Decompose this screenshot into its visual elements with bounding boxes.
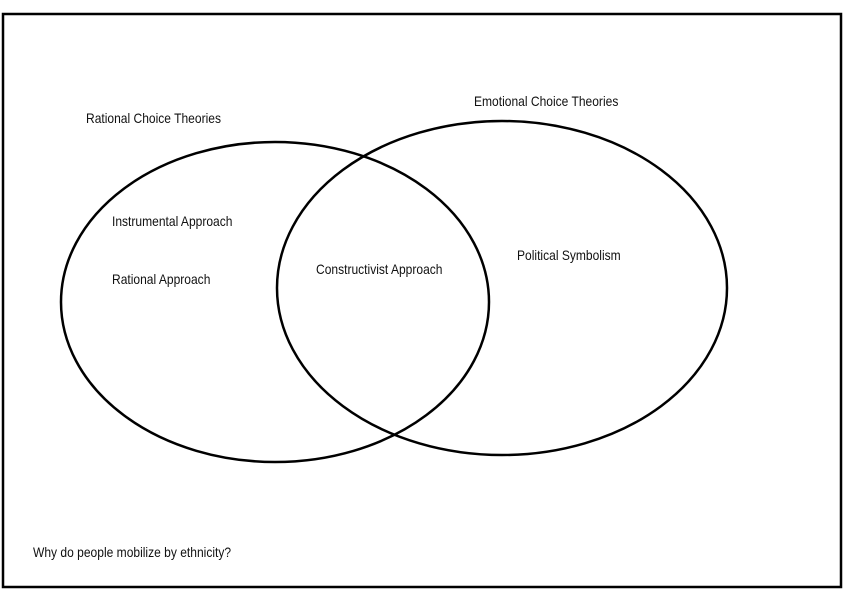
political-symbolism-label: Political Symbolism — [517, 247, 621, 263]
rational-choice-theories-label: Rational Choice Theories — [86, 110, 221, 126]
rational-choice-ellipse — [59, 140, 491, 464]
rational-approach-label: Rational Approach — [112, 271, 211, 287]
constructivist-approach-label: Constructivist Approach — [316, 261, 443, 277]
emotional-choice-ellipse — [275, 119, 729, 457]
outer-border — [1, 12, 843, 589]
instrumental-approach-label: Instrumental Approach — [112, 213, 233, 229]
diagram-caption: Why do people mobilize by ethnicity? — [33, 544, 232, 560]
emotional-choice-theories-label: Emotional Choice Theories — [474, 93, 619, 109]
